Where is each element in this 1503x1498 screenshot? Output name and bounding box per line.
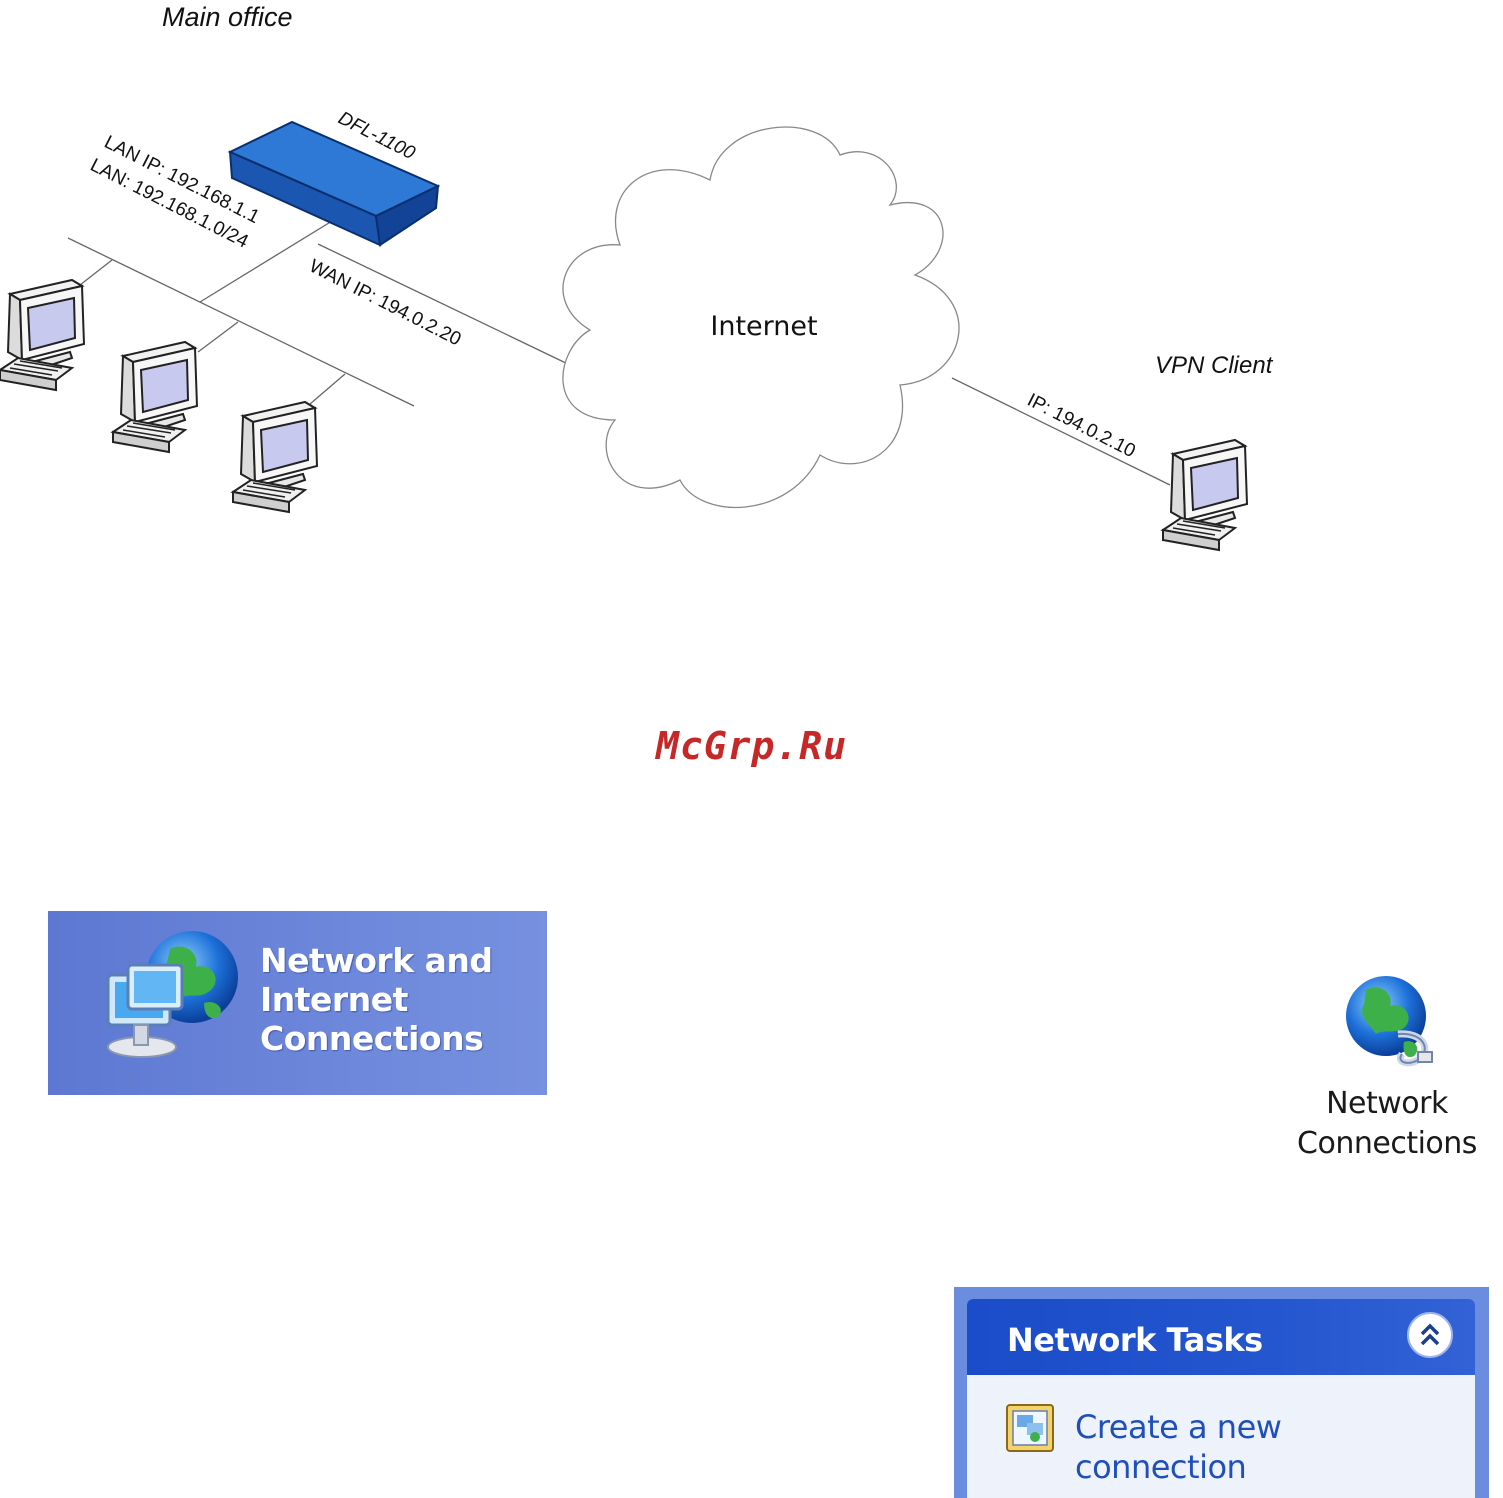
vpn-client-label: VPN Client xyxy=(1155,352,1274,379)
watermark-text: McGrp.Ru xyxy=(0,724,1503,768)
network-tasks-box: Network Tasks Create a new connection xyxy=(967,1299,1475,1498)
lan-computer-icon-1 xyxy=(0,280,84,390)
wan-link xyxy=(318,244,570,365)
client-link xyxy=(952,378,1170,485)
network-tasks-header[interactable]: Network Tasks xyxy=(967,1299,1475,1375)
network-connections-label: Network Connections xyxy=(1282,1084,1492,1164)
main-office-label: Main office xyxy=(162,2,293,32)
network-globe-icon xyxy=(100,929,245,1074)
client-ip-label: IP: 194.0.2.10 xyxy=(1024,390,1139,462)
network-tasks-body: Create a new connection xyxy=(967,1375,1475,1498)
network-tasks-title: Network Tasks xyxy=(1007,1321,1263,1359)
lan-computer-icon-2 xyxy=(113,342,197,452)
double-chevron-up-icon xyxy=(1409,1314,1451,1356)
network-internet-connections-category[interactable]: Network and Internet Connections xyxy=(48,911,547,1095)
lan-computer-icon-3 xyxy=(233,402,317,512)
network-tasks-panel: Network Tasks Create a new connection xyxy=(954,1287,1489,1498)
network-connections-icon-tile[interactable]: Network Connections xyxy=(1282,960,1492,1182)
category-title: Network and Internet Connections xyxy=(260,941,540,1058)
collapse-button[interactable] xyxy=(1407,1312,1453,1358)
new-connection-wizard-icon xyxy=(1005,1403,1055,1453)
globe-connection-icon xyxy=(1344,972,1436,1072)
vpn-client-computer-icon xyxy=(1163,440,1247,550)
internet-label: Internet xyxy=(710,311,817,342)
create-new-connection-link[interactable]: Create a new connection xyxy=(1005,1393,1445,1488)
vpn-network-diagram: Main office DFL-1100 LAN IP: 192.168.1.1… xyxy=(0,0,1503,600)
create-new-connection-label: Create a new connection xyxy=(1075,1407,1435,1487)
